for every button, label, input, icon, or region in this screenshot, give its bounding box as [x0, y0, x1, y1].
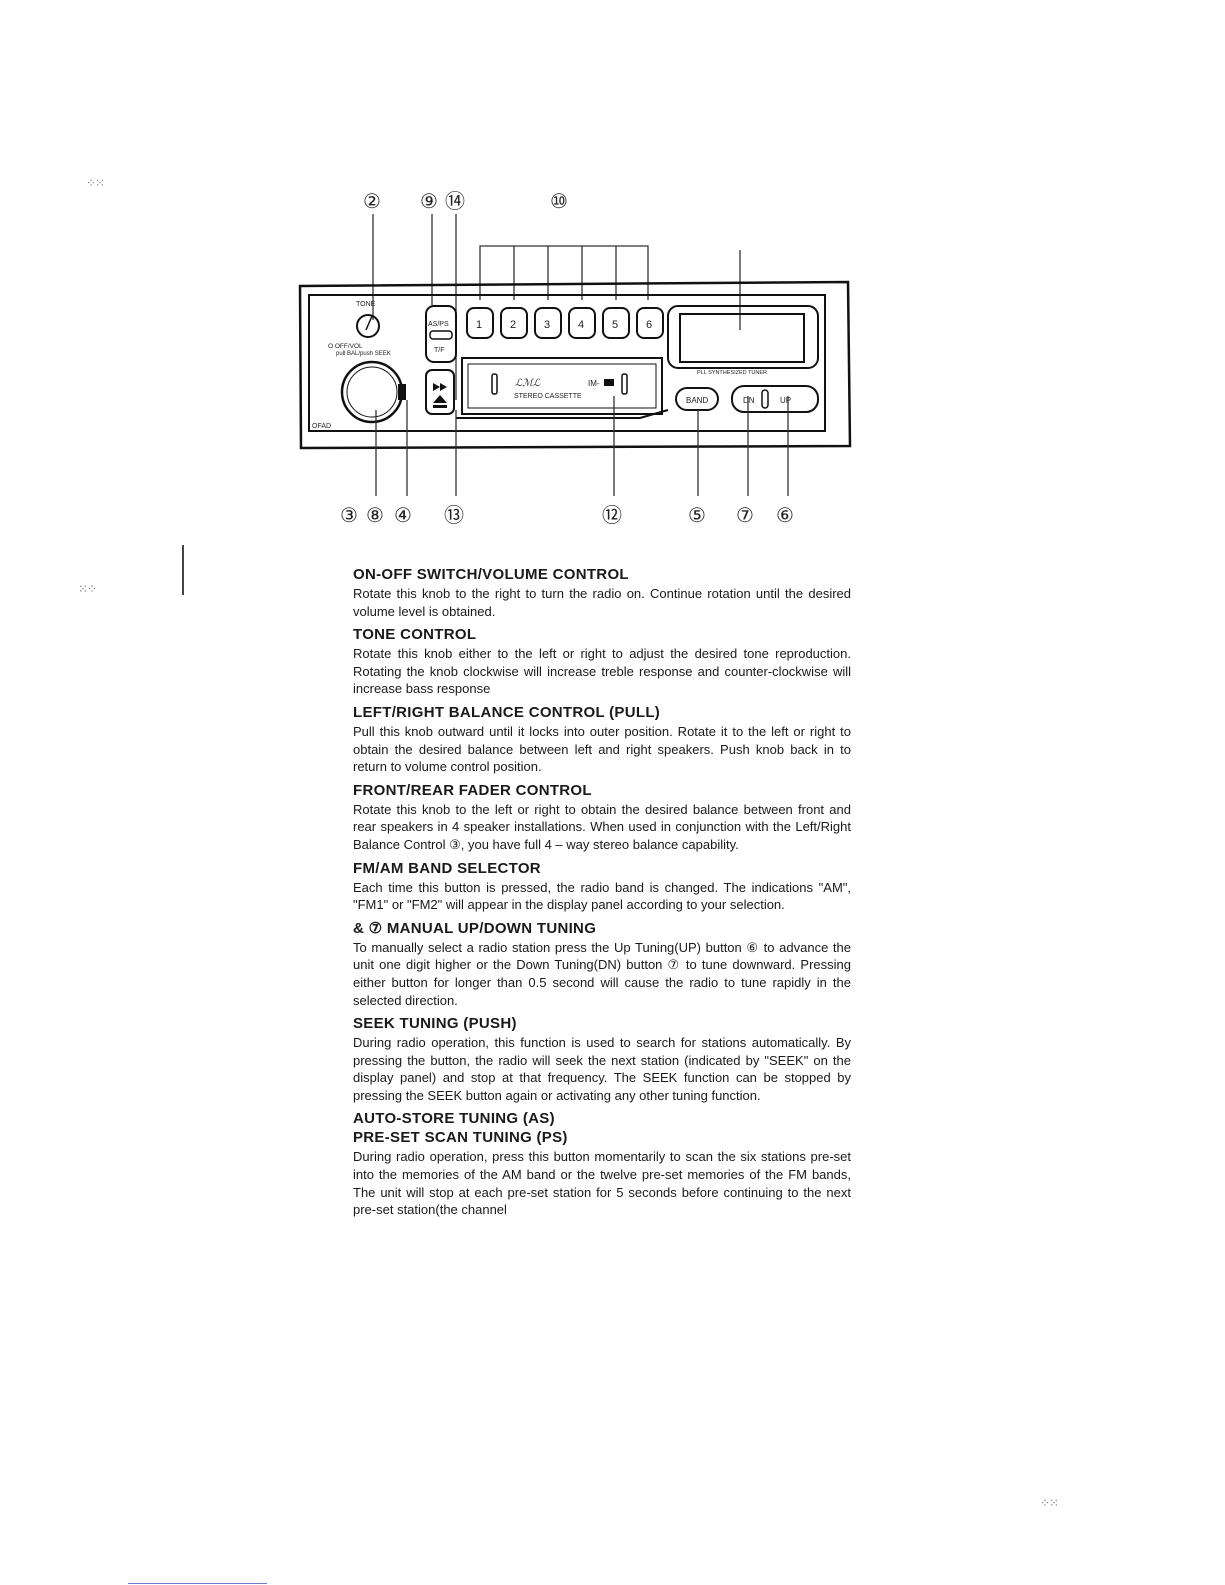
tone-knob-pointer	[365, 315, 373, 331]
cassette-slot-right	[621, 373, 628, 395]
callout-2: ②	[363, 189, 381, 213]
callout-4: ④	[394, 503, 412, 527]
preset-label-6: 6	[646, 319, 652, 331]
section-heading: & ⑦ MANUAL UP/DOWN TUNING	[353, 919, 597, 937]
volume-knob[interactable]	[340, 360, 404, 424]
preset-label-4: 4	[578, 319, 584, 331]
ff-eject-housing	[425, 369, 455, 415]
preset-label-3: 3	[544, 319, 550, 331]
section-subheading: PRE-SET SCAN TUNING (PS)	[353, 1129, 568, 1147]
section-tone-control: TONE CONTROL Rotate this knob either to …	[353, 626, 851, 698]
eject-bar-icon	[433, 405, 447, 408]
up-label: UP	[780, 396, 791, 405]
section-heading: FRONT/REAR FADER CONTROL	[353, 781, 592, 799]
section-seek-tuning: SEEK TUNING (PUSH) During radio operatio…	[353, 1015, 851, 1104]
cassette-model-label: IM-	[588, 379, 600, 388]
preset-label-5: 5	[612, 319, 618, 331]
callout-7: ⑦	[736, 503, 754, 527]
asps-tf-housing	[425, 305, 457, 363]
callout-14: ⑭	[445, 189, 465, 213]
preset-button-5[interactable]	[602, 307, 630, 339]
section-manual-tuning: & ⑦ MANUAL UP/DOWN TUNING To manually se…	[353, 920, 851, 1009]
tone-label: TONE	[356, 301, 376, 308]
volume-knob-inner	[346, 366, 398, 418]
chassis-outline	[298, 280, 852, 450]
preset-button-4[interactable]	[568, 307, 596, 339]
pull-bal-label: pull BAL/push SEEK	[336, 351, 391, 357]
callout-3: ③	[340, 503, 358, 527]
section-body: Each time this button is pressed, the ra…	[353, 879, 851, 913]
callout-5: ⑤	[688, 503, 706, 527]
tuning-divider	[761, 389, 769, 409]
scan-speck: ⁘⁙	[1040, 1496, 1059, 1510]
preset-buttons: 1 2 3 4 5 6	[466, 307, 664, 339]
tuner-label: PLL SYNTHESIZED TUNER	[697, 370, 767, 376]
cassette-lip	[456, 409, 669, 419]
fad-label: OFAD	[312, 423, 331, 430]
callout-13: ⑬	[444, 503, 464, 527]
section-heading: TONE CONTROL	[353, 626, 477, 644]
section-body: Rotate this knob either to the left or r…	[353, 646, 851, 697]
section-body: Rotate this knob to the right to turn th…	[353, 586, 851, 619]
preset-button-1[interactable]	[466, 307, 494, 339]
tf-label: T/F	[434, 347, 445, 354]
up-button[interactable]	[770, 390, 812, 408]
fader-control[interactable]	[398, 384, 406, 400]
section-heading: ON-OFF SWITCH/VOLUME CONTROL	[353, 566, 629, 583]
preset-button-6[interactable]	[636, 307, 664, 339]
bottom-rule	[128, 1583, 267, 1584]
section-body: During radio operation, press this butto…	[353, 1149, 851, 1218]
cassette-brand-logo: ℒℳℒ	[515, 378, 541, 389]
callout-10: ⑩	[550, 189, 568, 213]
section-heading: SEEK TUNING (PUSH)	[353, 1015, 517, 1033]
section-fader-control: FRONT/REAR FADER CONTROL Rotate this kno…	[353, 782, 851, 854]
section-auto-store: AUTO-STORE TUNING (AS) PRE-SET SCAN TUNI…	[353, 1110, 851, 1218]
section-body: Rotate this knob to the left or right to…	[353, 801, 851, 852]
top-leader-lines	[372, 214, 741, 400]
scan-speck: ⁙⁘	[78, 582, 97, 596]
cassette-door[interactable]	[461, 357, 663, 415]
section-heading: FM/AM BAND SELECTOR	[353, 859, 541, 877]
display-panel	[679, 313, 805, 363]
section-heading: LEFT/RIGHT BALANCE CONTROL (PULL)	[353, 703, 661, 721]
tone-knob[interactable]	[356, 314, 380, 338]
cassette-door-inner	[467, 363, 657, 409]
section-heading: AUTO-STORE TUNING (AS)	[353, 1110, 555, 1128]
asps-label: AS/PS	[428, 321, 449, 328]
preset-button-3[interactable]	[534, 307, 562, 339]
bottom-leader-lines	[375, 396, 789, 496]
tuning-button-housing	[731, 385, 819, 413]
section-body: To manually select a radio station press…	[353, 939, 851, 1008]
cassette-model-badge	[604, 379, 614, 386]
section-on-off-volume: ON-OFF SWITCH/VOLUME CONTROL Rotate this…	[353, 566, 851, 620]
preset-label-2: 2	[510, 319, 516, 331]
callout-6: ⑥	[776, 503, 794, 527]
section-body: During radio operation, this function is…	[353, 1035, 851, 1103]
section-body: Pull this knob outward until it locks in…	[353, 723, 851, 775]
faceplate-outline	[308, 294, 826, 432]
preset-label-1: 1	[476, 319, 482, 331]
asps-button[interactable]	[429, 330, 453, 340]
radio-front-panel-diagram: ② ⑨ ⑭ ⑩ TONE O OFF/VOL pull BAL/push SEE…	[298, 189, 852, 527]
cassette-text-label: STEREO CASSETTE	[514, 393, 582, 400]
fast-forward-icon[interactable]	[433, 383, 440, 391]
fast-forward-icon-2	[440, 383, 447, 391]
display-housing	[667, 305, 819, 369]
scan-speck: ⁘⁙	[86, 176, 105, 190]
instructions-text: ON-OFF SWITCH/VOLUME CONTROL Rotate this…	[353, 566, 851, 1225]
dn-label: DN	[743, 396, 755, 405]
section-band-selector: FM/AM BAND SELECTOR Each time this butto…	[353, 860, 851, 914]
section-balance-control: LEFT/RIGHT BALANCE CONTROL (PULL) Pull t…	[353, 704, 851, 776]
band-button[interactable]	[675, 387, 719, 411]
margin-mark	[182, 545, 184, 595]
band-label: BAND	[686, 396, 708, 405]
eject-icon[interactable]	[433, 395, 447, 403]
callout-8: ⑧	[366, 503, 384, 527]
cassette-slot-left	[491, 373, 498, 395]
callout-12: ⑫	[602, 503, 622, 527]
preset-button-2[interactable]	[500, 307, 528, 339]
callout-9: ⑨	[420, 189, 438, 213]
off-vol-label: O OFF/VOL	[328, 343, 363, 350]
